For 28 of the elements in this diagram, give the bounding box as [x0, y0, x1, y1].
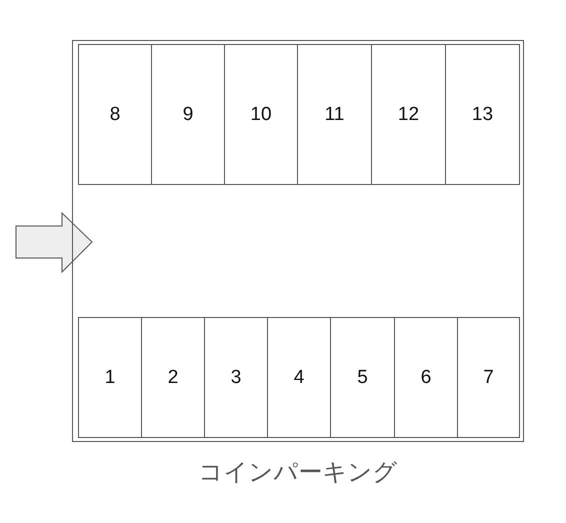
parking-space	[457, 317, 520, 438]
parking-space	[267, 317, 331, 438]
space-number: 8	[108, 104, 122, 126]
parking-space	[224, 44, 298, 185]
space-number: 6	[420, 366, 432, 388]
space-number: 4	[292, 366, 306, 388]
space-number: 11	[324, 104, 346, 126]
space-number: 12	[396, 104, 420, 126]
parking-space	[445, 44, 520, 185]
space-number: 2	[166, 366, 180, 388]
space-number: 9	[182, 104, 194, 126]
parking-space	[204, 317, 268, 438]
parking-space	[330, 317, 395, 438]
parking-space	[151, 44, 225, 185]
parking-space	[141, 317, 205, 438]
parking-space	[78, 44, 152, 185]
parking-space	[371, 44, 446, 185]
space-number: 7	[482, 366, 495, 388]
parking-space	[78, 317, 142, 438]
parking-lot-outline	[72, 40, 524, 442]
space-number: 10	[249, 104, 273, 126]
space-number: 1	[104, 366, 116, 388]
parking-space	[394, 317, 458, 438]
parking-space	[297, 44, 372, 185]
space-number: 5	[356, 366, 369, 388]
space-number: 13	[470, 104, 494, 126]
node-label: コインパーキング	[198, 457, 398, 488]
space-number: 3	[230, 366, 242, 388]
